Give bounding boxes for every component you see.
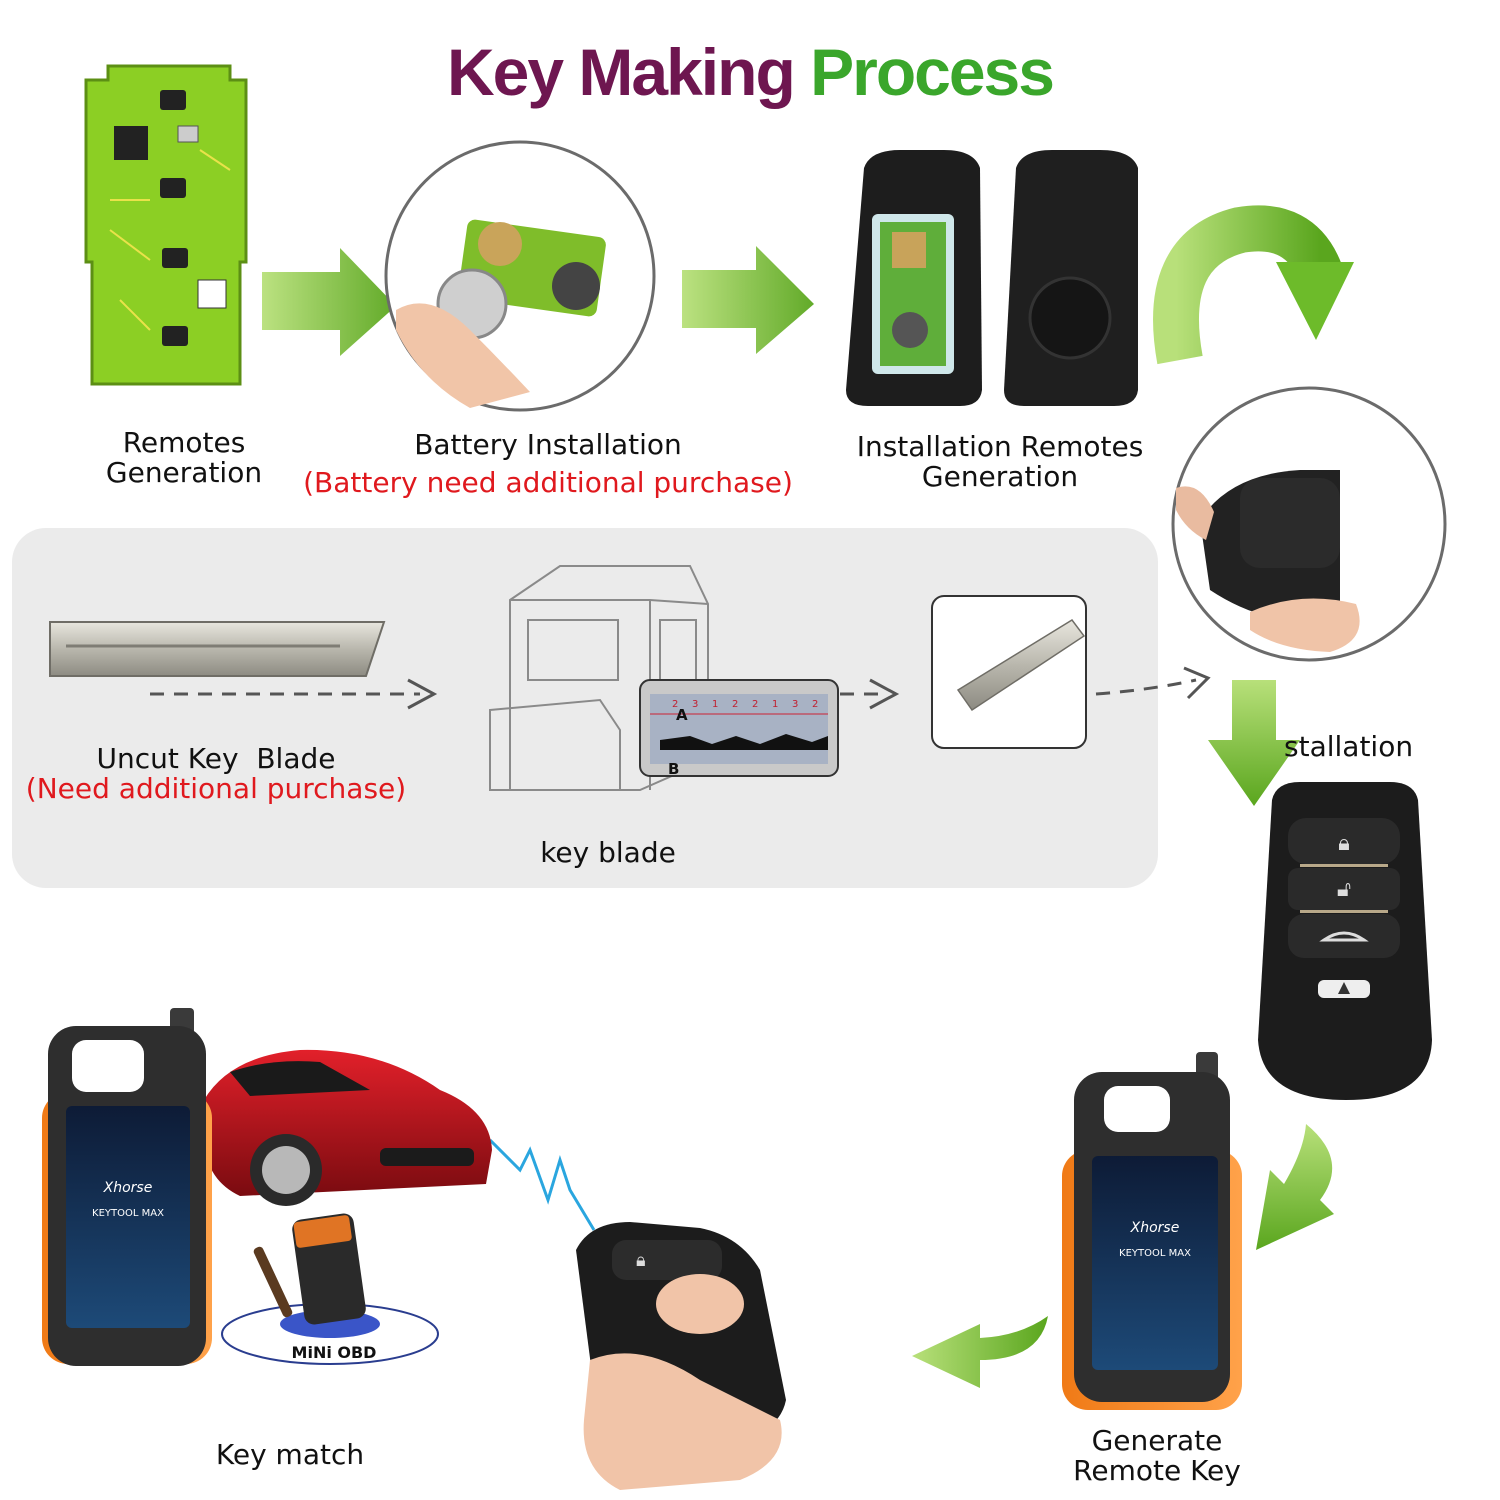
key-blade-label: key blade bbox=[540, 836, 676, 869]
key-match-label: Key match bbox=[215, 1438, 365, 1471]
installation-remotes-line1: Installation Remotes bbox=[856, 430, 1144, 463]
signal-wave bbox=[488, 1138, 596, 1231]
keytool-max-right-image: Xhorse KEYTOOL MAX bbox=[1062, 1052, 1242, 1410]
device-brand-right: Xhorse bbox=[1130, 1220, 1180, 1236]
generate-remote-key-line1: Generate bbox=[1091, 1424, 1223, 1457]
curved-arrow bbox=[1153, 205, 1354, 365]
page-title: Key Making Process bbox=[0, 34, 1500, 110]
uncut-key-blade-note: (Need additional purchase) bbox=[25, 772, 407, 805]
title-part-1: Key Making bbox=[447, 35, 796, 109]
blade-cut-digit: 2 bbox=[732, 699, 738, 710]
mini-obd-image: MiNi OBD bbox=[221, 1213, 439, 1365]
chart-row-a: A bbox=[676, 706, 688, 724]
dashed-flow-arrows bbox=[150, 678, 1197, 696]
device-model-right: KEYTOOL MAX bbox=[1119, 1248, 1191, 1259]
uncut-key-blade-text: Uncut Key Blade bbox=[96, 742, 336, 775]
blade-cut-digit: 3 bbox=[792, 699, 798, 710]
blade-cut-digit: 2 bbox=[672, 699, 678, 710]
battery-installation-text: Battery Installation bbox=[414, 428, 682, 461]
smart-key-image: 🔒︎ 🔓︎ bbox=[1258, 782, 1432, 1100]
uncut-key-blade-label: Uncut Key Blade (Need additional purchas… bbox=[24, 744, 408, 804]
svg-text:🔓︎: 🔓︎ bbox=[1337, 877, 1351, 902]
installation-label: stallation bbox=[1284, 730, 1414, 763]
open-remote-shell-image bbox=[846, 150, 1138, 406]
svg-text:🔒︎: 🔒︎ bbox=[1338, 831, 1350, 856]
generate-remote-key-label: Generate Remote Key bbox=[1054, 1426, 1260, 1486]
remotes-generation-label: Remotes Generation bbox=[84, 428, 284, 488]
blade-cut-digit: 1 bbox=[712, 699, 718, 710]
title-part-2: Process bbox=[810, 35, 1055, 109]
blade-cut-digit: 1 bbox=[772, 699, 778, 710]
generate-remote-key-line2: Remote Key bbox=[1073, 1454, 1241, 1487]
arrow-1 bbox=[262, 248, 396, 356]
battery-installation-label: Battery Installation (Battery need addit… bbox=[298, 430, 798, 498]
installation-remotes-generation-label: Installation Remotes Generation bbox=[850, 432, 1150, 492]
arrow-down-1 bbox=[1208, 680, 1300, 806]
device-brand-left: Xhorse bbox=[103, 1180, 153, 1196]
red-car-image bbox=[204, 1049, 492, 1206]
installation-image bbox=[1171, 386, 1447, 662]
remotes-generation-line1: Remotes bbox=[122, 426, 246, 459]
cut-key-image bbox=[931, 595, 1087, 749]
hand-with-key-image: 🔒︎ bbox=[576, 1222, 786, 1490]
arrow-2 bbox=[682, 246, 814, 354]
mini-obd-label: MiNi OBD bbox=[292, 1343, 377, 1362]
uncut-key-blade-image bbox=[49, 621, 386, 677]
blade-cut-digit: 2 bbox=[752, 699, 758, 710]
battery-installation-note: (Battery need additional purchase) bbox=[303, 466, 793, 499]
installation-remotes-line2: Generation bbox=[921, 460, 1079, 493]
svg-text:🔒︎: 🔒︎ bbox=[636, 1250, 646, 1271]
chart-row-b: B bbox=[668, 760, 679, 778]
blade-cut-digit: 2 bbox=[812, 699, 818, 710]
arrow-left bbox=[912, 1316, 1048, 1388]
pcb-board-image bbox=[84, 64, 248, 386]
battery-installation-image bbox=[384, 140, 656, 412]
keytool-max-left-image: Xhorse KEYTOOL MAX bbox=[42, 1008, 212, 1366]
blade-cut-chart: A B 2 3 1 2 2 1 3 2 bbox=[639, 679, 839, 778]
device-model-left: KEYTOOL MAX bbox=[92, 1208, 164, 1219]
remotes-generation-line2: Generation bbox=[105, 456, 263, 489]
arrow-down-2 bbox=[1256, 1124, 1334, 1250]
blade-cut-digit: 3 bbox=[692, 699, 698, 710]
